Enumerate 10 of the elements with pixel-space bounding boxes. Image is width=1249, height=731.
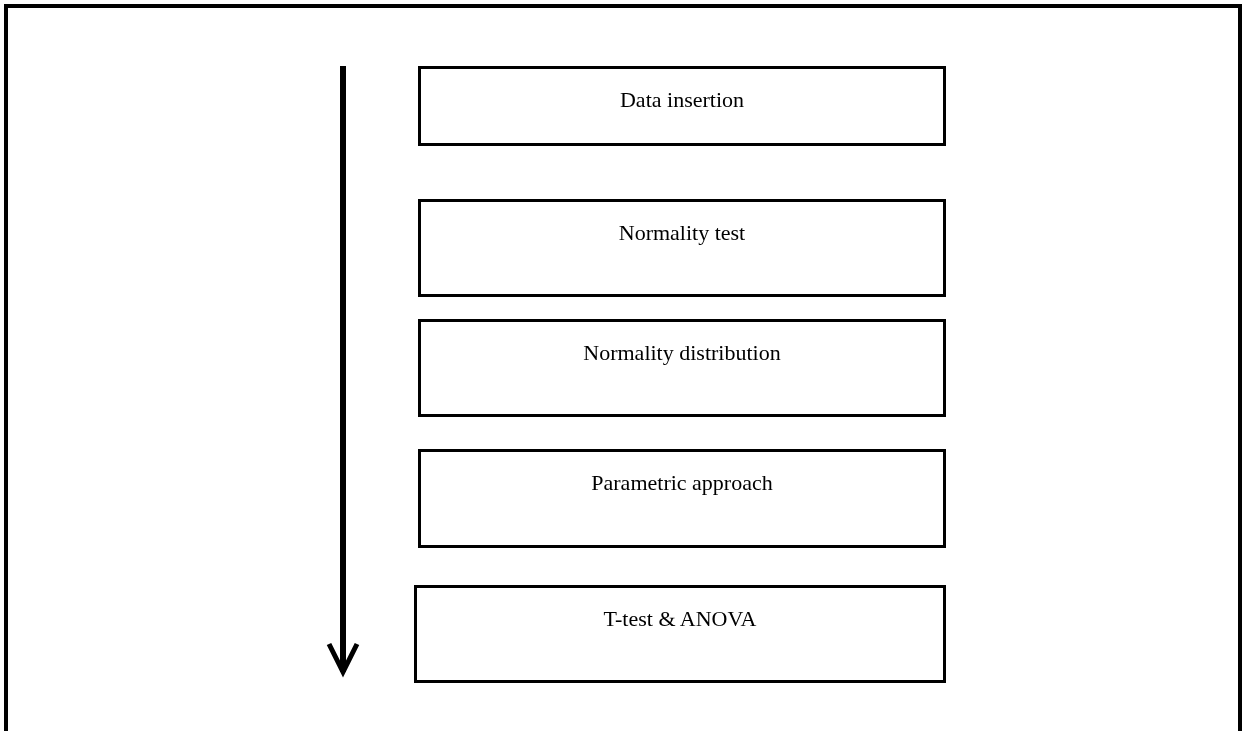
process-box	[418, 199, 946, 297]
process-box	[418, 449, 946, 548]
process-box	[418, 66, 946, 146]
process-box	[418, 319, 946, 417]
box-label: Normality test	[618, 220, 746, 246]
box-label: Data insertion	[620, 87, 744, 113]
box-label: Normality distribution	[583, 340, 781, 366]
process-box	[414, 585, 946, 683]
box-label: Parametric approach	[591, 470, 773, 496]
box-label: T-test & ANOVA	[603, 606, 757, 632]
